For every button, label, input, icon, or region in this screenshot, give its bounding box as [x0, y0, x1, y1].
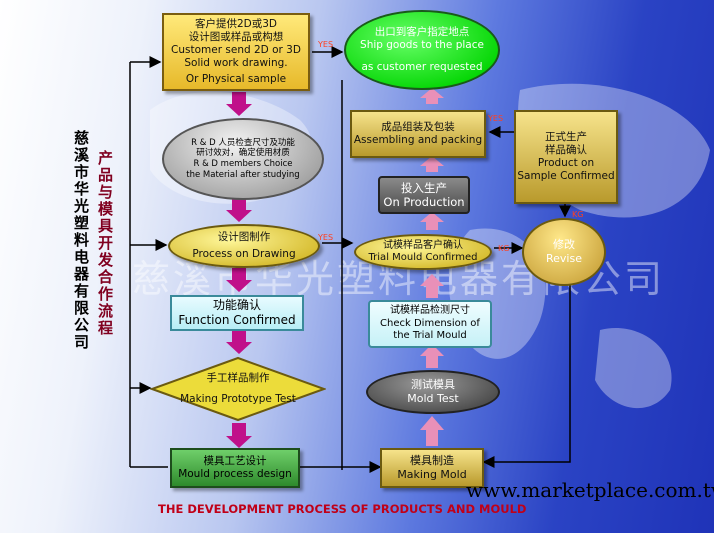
node-trial-confirmed: 试模样品客户确认 Trial Mould Confirmed — [354, 234, 492, 270]
node-function-confirmed: 功能确认 Function Confirmed — [170, 295, 304, 331]
yes-label-customer: YES — [318, 40, 334, 49]
arrow-moldtest-to-check — [420, 344, 444, 368]
kg-label-sample: KG — [572, 210, 584, 219]
node-check-dimension: 试模样品检测尺寸 Check Dimension of the Trial Mo… — [368, 300, 492, 348]
node-ship-goods: 出口到客户指定地点 Ship goods to the place as cus… — [344, 10, 500, 90]
node-sample-confirmed: 正式生产 样品确认 Product on Sample Confirmed — [514, 110, 618, 204]
company-name-vertical: 慈溪市华光塑料电器有限公司 — [72, 130, 90, 351]
site-watermark: www.marketplace.com.tw — [466, 478, 714, 502]
node-making-prototype: 手工样品制作 Making Prototype Test — [180, 371, 296, 405]
node-rd-choice: R & D 人员检查尺寸及功能 研讨效对，确定使用材质 R & D member… — [162, 118, 324, 200]
diagram-caption: THE DEVELOPMENT PROCESS OF PRODUCTS AND … — [158, 502, 527, 516]
arrow-mold-to-moldtest — [420, 416, 444, 446]
arrow-process-to-function — [226, 268, 252, 292]
yes-label-sample: YES — [488, 114, 504, 123]
yes-label-process: YES — [318, 233, 334, 242]
node-mold-test: 测试模具 Mold Test — [366, 370, 500, 414]
node-on-production: 投入生产 On Production — [378, 176, 470, 214]
node-assembling: 成品组装及包装 Assembling and packing — [350, 110, 486, 158]
arrow-check-to-trial — [420, 274, 444, 298]
arrow-trial-to-production — [420, 212, 444, 230]
node-customer-send: 客户提供2D或3D 设计图或样品或构想 Customer send 2D or … — [162, 13, 310, 91]
node-process-drawing: 设计图制作 Process on Drawing — [168, 224, 320, 268]
node-revise: 修改 Revise — [522, 218, 606, 286]
revise-to-mold-line — [482, 282, 571, 468]
arrow-assembling-to-ship — [420, 88, 444, 104]
arrow-function-to-prototype — [226, 330, 252, 354]
node-making-mold: 模具制造 Making Mold — [380, 448, 484, 488]
node-making-prototype-shape — [150, 356, 326, 422]
arrow-production-to-assembling — [420, 156, 444, 172]
kg-label-trial: KG — [498, 244, 510, 253]
arrow-rd-to-process — [226, 198, 252, 222]
arrow-prototype-to-mould — [226, 423, 252, 448]
arrow-customer-to-rd — [226, 92, 252, 116]
node-mould-design: 模具工艺设计 Mould process design — [170, 448, 300, 488]
process-title-vertical: 产品与模具开发合作流程 — [96, 150, 114, 337]
